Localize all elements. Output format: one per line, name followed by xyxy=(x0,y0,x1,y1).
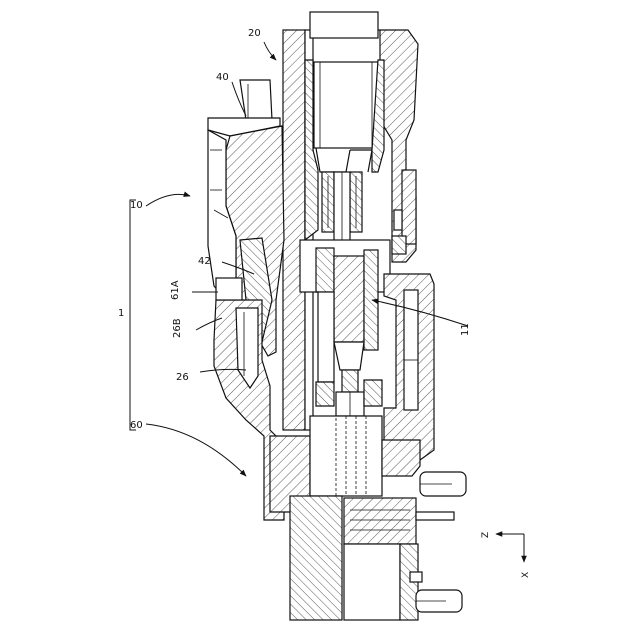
axis-label-z: Z xyxy=(481,532,491,538)
label-26: 26 xyxy=(176,372,189,383)
label-26b: 26B xyxy=(172,318,183,338)
lower-right-housing xyxy=(384,274,434,460)
label-40: 40 xyxy=(216,72,229,83)
label-42: 42 xyxy=(198,256,211,267)
axis-label-x: X xyxy=(521,572,531,578)
label-60: 60 xyxy=(130,420,143,431)
label-61a: 61A xyxy=(170,280,181,300)
label-20: 20 xyxy=(248,28,261,39)
label-11: 11 xyxy=(460,323,471,336)
label-1: 1 xyxy=(118,308,124,319)
label-10: 10 xyxy=(130,200,143,211)
contact-springs xyxy=(322,172,362,242)
base-60 xyxy=(270,416,466,620)
axis-indicator xyxy=(496,534,524,562)
